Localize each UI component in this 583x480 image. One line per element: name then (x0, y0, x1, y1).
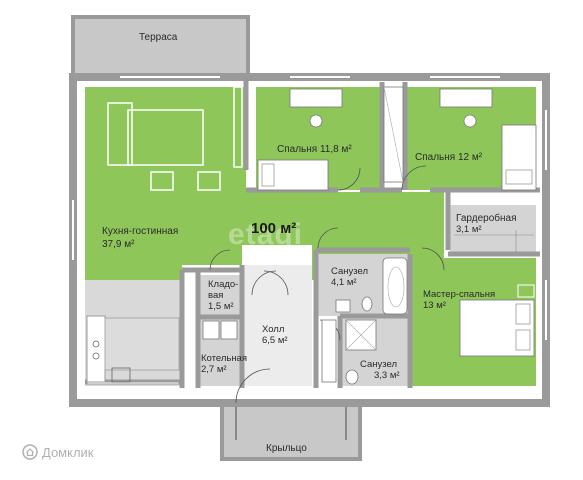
living-room-area: 37,9 м² (102, 239, 135, 250)
terrace (71, 15, 250, 79)
hall-name: Холл (262, 324, 285, 335)
house-icon (22, 444, 38, 460)
bath2-area: 3,3 м² (374, 370, 400, 381)
bath1-name: Санузел (331, 266, 369, 277)
pantry-name-line2: вая (208, 290, 224, 301)
master-bedroom-area: 13 м² (423, 300, 446, 311)
watermark: etagi (228, 218, 304, 251)
bath2-name: Санузел (360, 359, 398, 370)
porch (220, 401, 362, 461)
hall-area: 6,5 м² (262, 335, 288, 346)
wardrobe-floor (450, 205, 536, 253)
terrace-label: Терраса (139, 32, 178, 43)
living-room-name: Кухня-гостинная (102, 226, 179, 237)
brand-name: Домклик (42, 444, 94, 460)
master-bedroom-name: Мастер-спальня (423, 289, 496, 300)
total-area: 100 м² (251, 220, 297, 237)
pantry-floor (198, 275, 242, 317)
pantry-area: 1,5 м² (208, 301, 234, 312)
bedroom1-label: Спальня 11,8 м² (277, 144, 352, 155)
wardrobe-name: Гардеробная (456, 213, 517, 224)
brand-logo: Домклик (22, 444, 94, 460)
boiler-area: 2,7 м² (201, 364, 227, 375)
pantry-name-line1: Кладо- (208, 279, 239, 290)
boiler-name: Котельная (201, 353, 247, 364)
bedroom2-label: Спальня 12 м² (415, 152, 483, 163)
living-room-floor (85, 87, 444, 280)
porch-label: Крыльцо (266, 443, 307, 454)
bath1-area: 4,1 м² (331, 277, 357, 288)
wardrobe-area: 3,1 м² (456, 224, 482, 235)
